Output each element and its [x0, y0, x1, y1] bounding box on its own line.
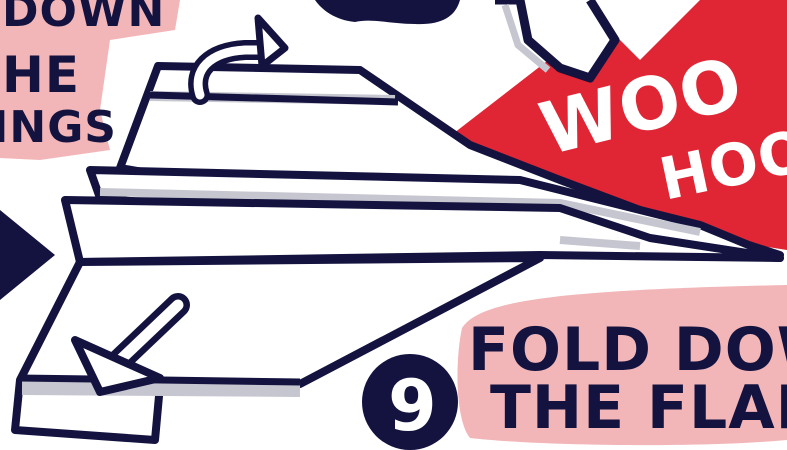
- left-label-line-2: HE: [2, 46, 80, 104]
- left-label-line-3: INGS: [0, 102, 117, 153]
- top-blob: [315, 0, 460, 24]
- play-triangle-icon: [0, 210, 55, 300]
- step-number: 9: [388, 365, 438, 447]
- left-label-line-1: DOWN: [2, 0, 165, 37]
- step-title-line-2: THE FLAP: [490, 373, 787, 443]
- plane-bottom-shadow: [22, 388, 300, 390]
